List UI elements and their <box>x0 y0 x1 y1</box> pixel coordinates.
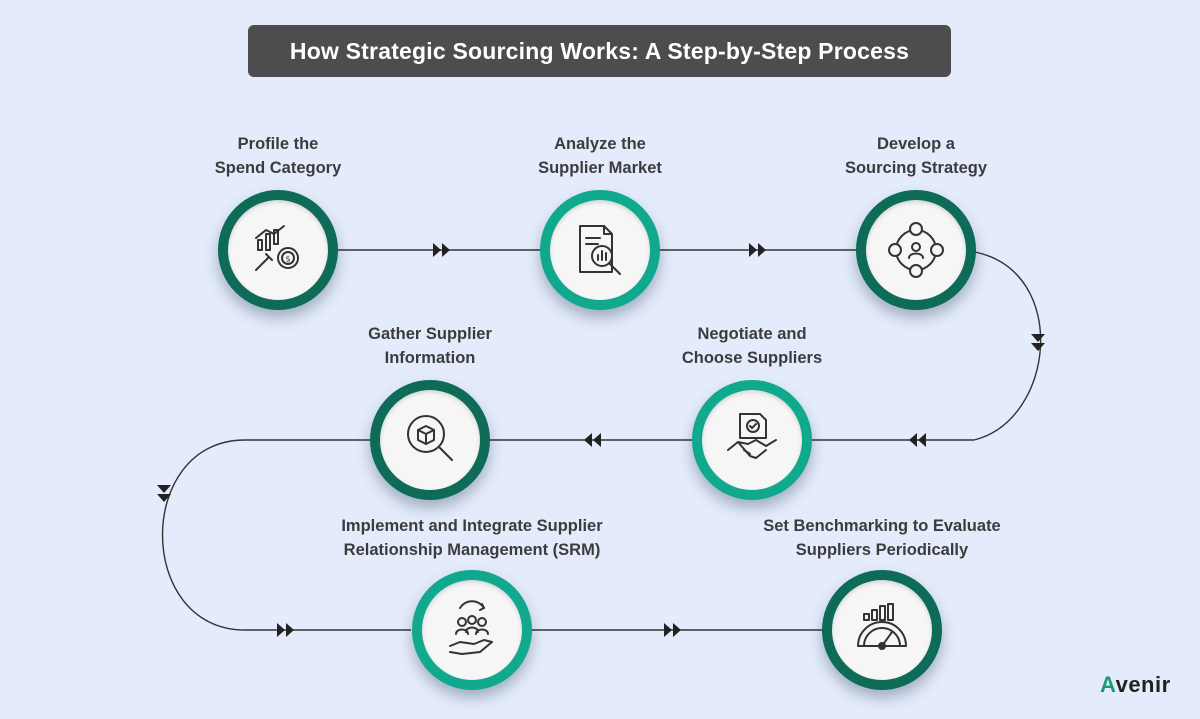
step-6-node <box>412 570 532 690</box>
step-2-node <box>540 190 660 310</box>
gauge-chart-icon <box>857 603 907 650</box>
analytics-gear-dollar-icon: $ <box>255 225 299 271</box>
people-hand-icon <box>449 600 493 655</box>
handshake-contract-icon <box>727 413 777 459</box>
strategy-cycle-icon <box>888 222 944 278</box>
step-4-node <box>692 380 812 500</box>
svg-text:$: $ <box>286 255 291 264</box>
page-title: How Strategic Sourcing Works: A Step-by-… <box>248 25 951 77</box>
step-3-node <box>856 190 976 310</box>
step-7-node <box>822 570 942 690</box>
box-search-icon <box>407 415 453 461</box>
avenir-logo: Avenir <box>1100 672 1171 697</box>
step-1-node: $ <box>218 190 338 310</box>
step-5-node <box>370 380 490 500</box>
document-magnifier-icon <box>579 225 621 275</box>
